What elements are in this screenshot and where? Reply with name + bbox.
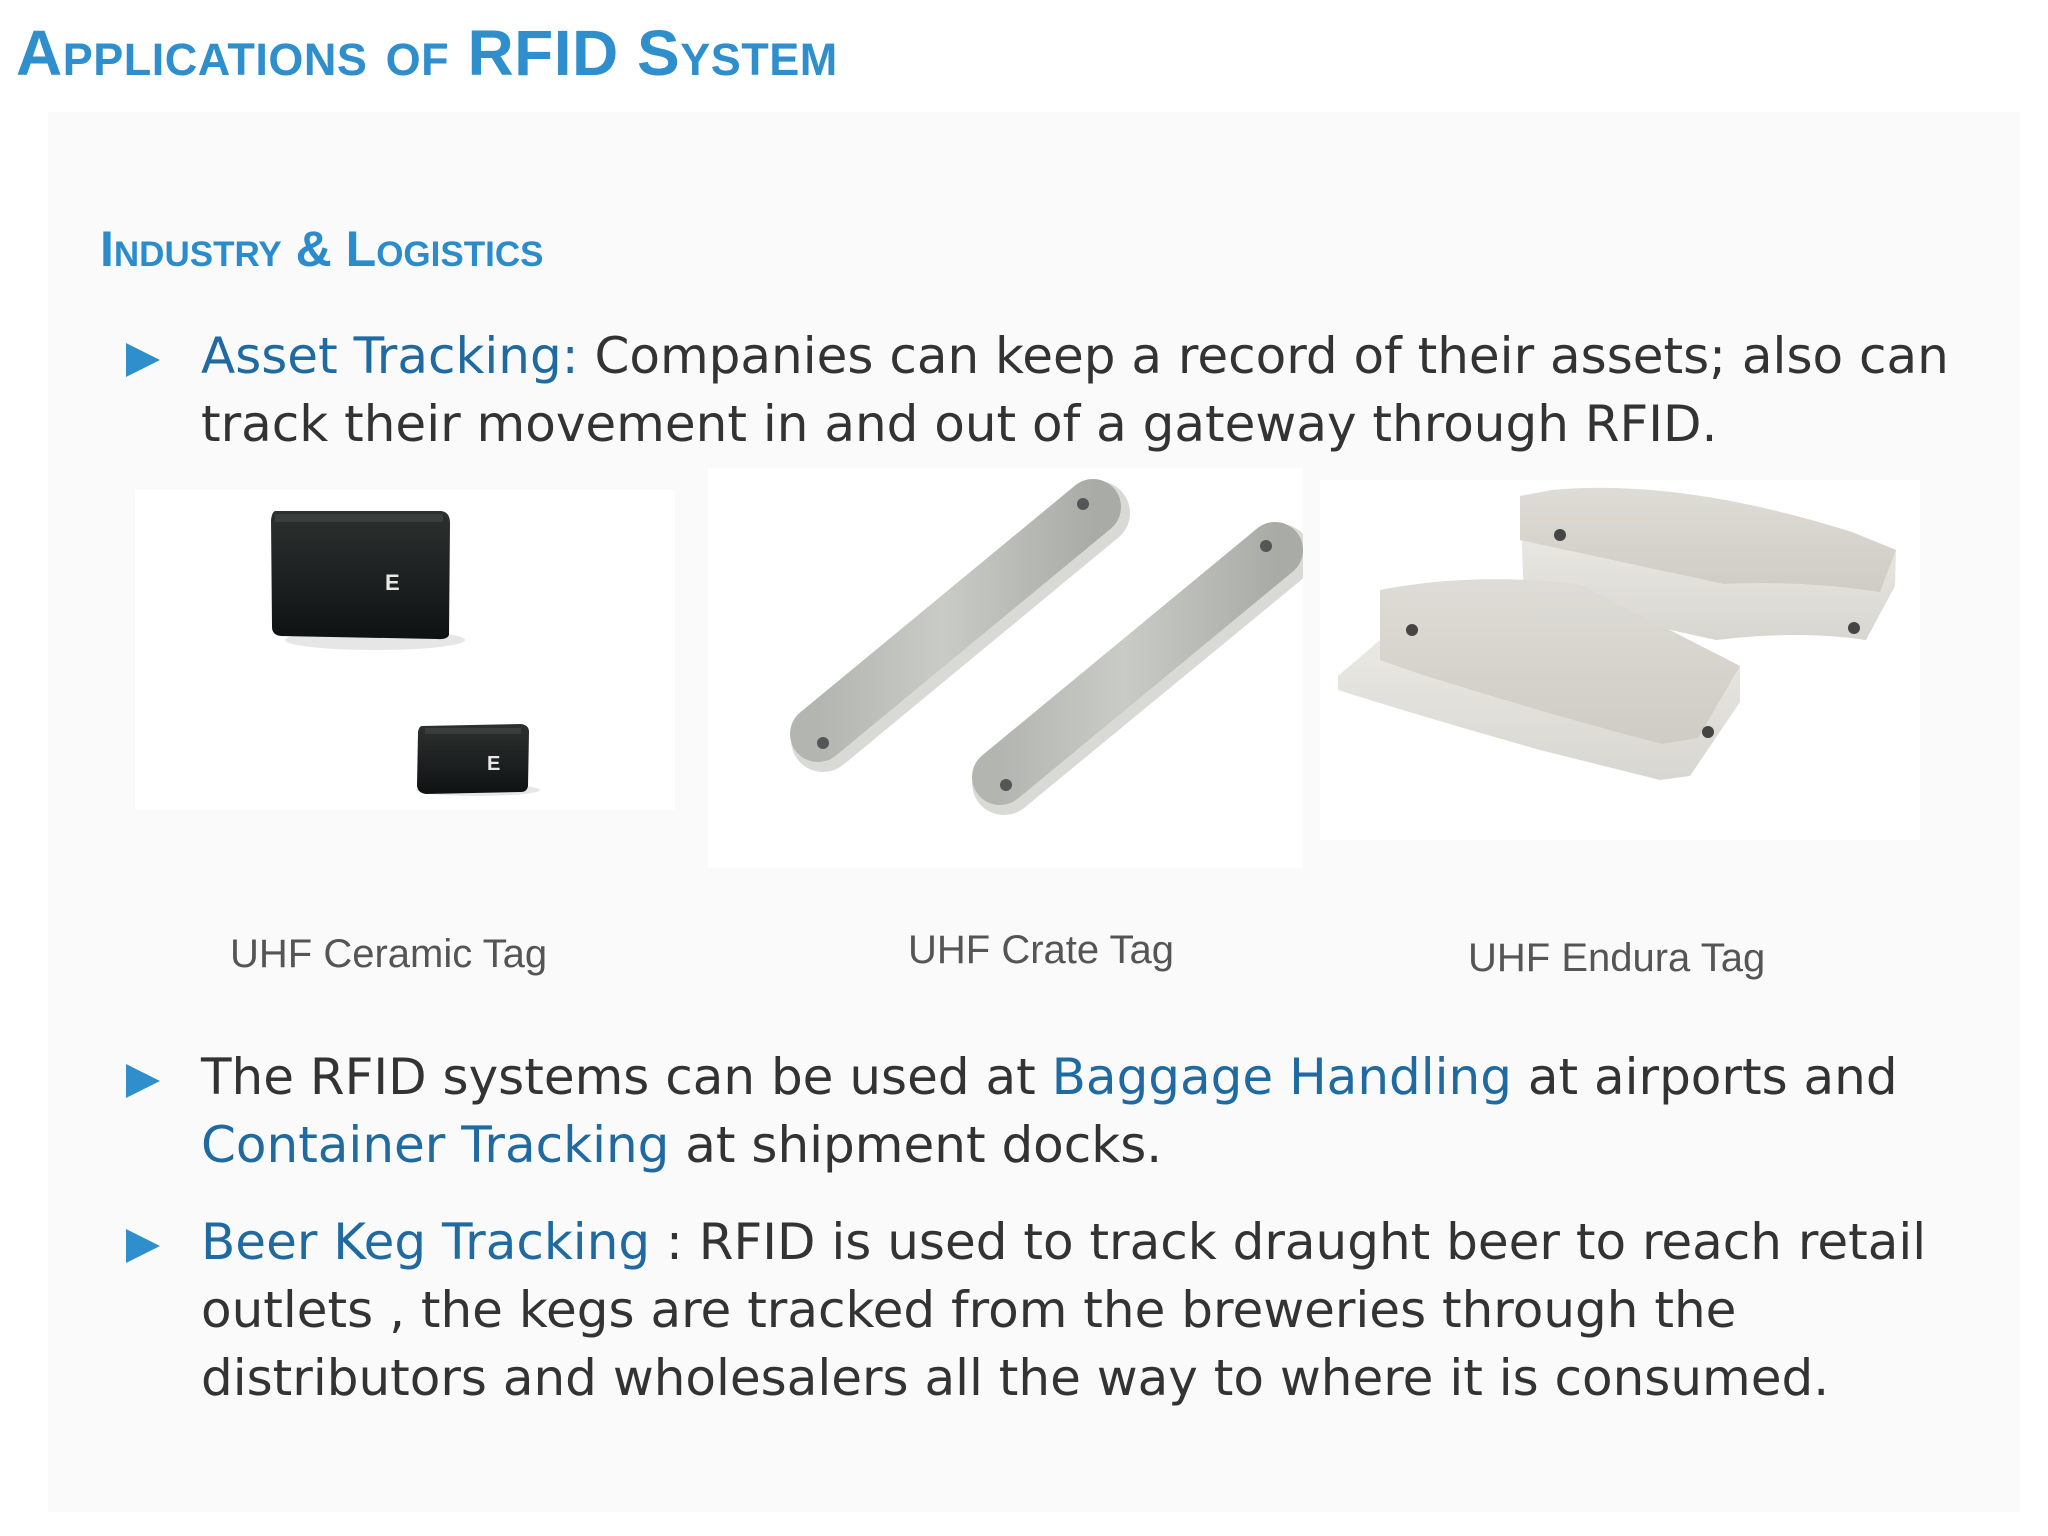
bullet-arrow-icon [126, 1229, 160, 1263]
bullet-arrow-icon [126, 1064, 160, 1098]
crate-tag-figure: UHF Crate Tag [708, 468, 1303, 988]
bullet-text: Beer Keg Tracking : RFID is used to trac… [201, 1208, 1996, 1412]
tag-caption-crate: UHF Crate Tag [908, 928, 1175, 972]
bullet-body: at shipment docks. [669, 1116, 1163, 1174]
endura-tag-photo [1320, 480, 1920, 840]
term-baggage-handling: Baggage Handling [1051, 1048, 1512, 1106]
bullet-body: : RFID is used to track draught beer to … [201, 1213, 1927, 1407]
bullet-asset-tracking: Asset Tracking: Companies can keep a rec… [126, 322, 1996, 462]
tag-caption-ceramic: UHF Ceramic Tag [230, 932, 548, 976]
bullet-beer-keg-tracking: Beer Keg Tracking : RFID is used to trac… [126, 1208, 1996, 1418]
endura-tag-figure: UHF Endura Tag [1320, 480, 1920, 995]
svg-text:E: E [487, 753, 500, 775]
crate-tag-photo [708, 468, 1303, 868]
bullet-body: Companies can keep a record of their ass… [201, 327, 1949, 453]
slide-title: Applications of RFID System [16, 17, 838, 89]
tag-caption-endura: UHF Endura Tag [1468, 936, 1766, 980]
ceramic-tag-figure: E E UHF Ceramic Tag [135, 490, 675, 990]
bullet-text: Asset Tracking: Companies can keep a rec… [201, 322, 1996, 458]
section-heading: Industry & Logistics [100, 221, 544, 277]
bullet-body: at airports and [1511, 1048, 1898, 1106]
bullet-body: The RFID systems can be used at [201, 1048, 1052, 1106]
bullet-baggage-container: The RFID systems can be used at Baggage … [126, 1043, 1996, 1183]
term-asset-tracking: Asset Tracking: [201, 327, 579, 385]
bullet-arrow-icon [126, 343, 160, 377]
svg-text:E: E [385, 570, 400, 595]
term-beer-keg-tracking: Beer Keg Tracking [201, 1213, 651, 1271]
term-container-tracking: Container Tracking [201, 1116, 670, 1174]
ceramic-tag-photo: E E [135, 490, 675, 810]
bullet-text: The RFID systems can be used at Baggage … [201, 1043, 1996, 1179]
